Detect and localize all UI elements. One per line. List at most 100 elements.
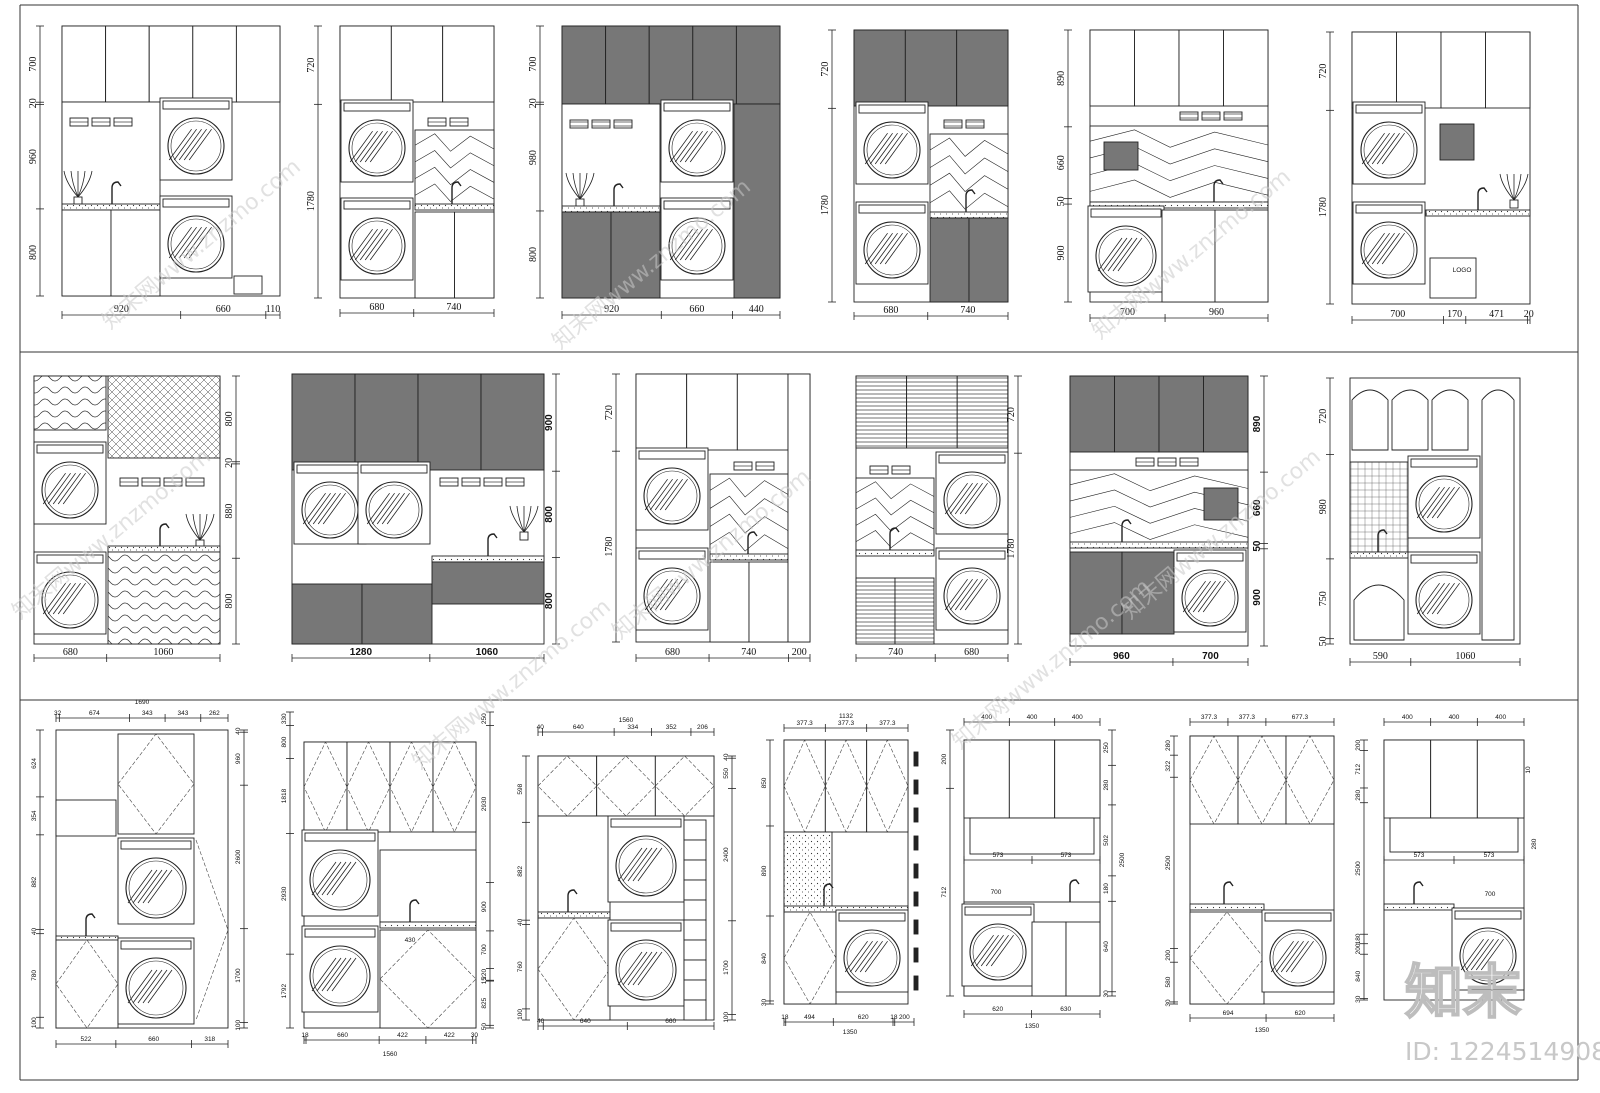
countertop [1349,551,1409,559]
cabinet-door [1158,375,1204,453]
height-dimension-label: 720 [1318,64,1329,79]
washer-control-panel [120,840,192,850]
washer-door [309,945,371,1007]
towel-stack [483,477,503,487]
washing-machine [1407,551,1481,635]
towel-stack [1157,457,1177,467]
height-dimension-label: 220 [481,969,488,980]
door-glare [1117,237,1143,272]
door-glare [376,492,400,525]
door-glare [168,226,192,259]
washer-control-panel [638,550,706,560]
faucet [1069,879,1080,902]
marble-vein [414,166,495,186]
section-hatch [913,751,919,767]
elevation-r2-2 [291,373,545,645]
sink-width-label: 430 [405,937,416,944]
faucet-spout [111,181,122,204]
door-glare [990,934,1014,967]
washer-door-inner [846,932,898,984]
door-glare [617,951,643,986]
faucet [613,183,624,206]
door-glare [1361,232,1385,265]
height-dimension-label: 750 [1318,591,1329,606]
plant-leaf [509,505,525,533]
height-dimension-label: 354 [31,810,38,821]
height-dimension-label: 50 [1252,540,1263,552]
door-glare [622,847,648,882]
door-glare [674,130,698,163]
plant-leaf [1513,173,1522,201]
height-dimension-label: 882 [517,865,524,876]
plant-leaf [516,505,525,533]
elevation-r2-6 [1349,377,1521,645]
washing-machine [660,197,734,281]
cabinet-door [537,755,598,817]
door-glare [632,951,658,986]
marble-vein [414,133,495,152]
door-glare [644,478,668,511]
height-dimension-label: 200 [1355,739,1362,750]
cabinet-door [853,29,906,107]
width-dimension-label: 1060 [476,647,499,658]
width-dimension-label: 440 [749,304,764,315]
height-dimension-label: 890 [1056,71,1067,86]
width-dimension-label: 400 [1072,714,1083,721]
washer-door-inner [1363,124,1415,176]
faucet [1121,519,1132,542]
width-dimension-label: 422 [397,1032,408,1039]
cabinet-door [390,25,444,103]
elevation-r3-5 [961,739,1101,997]
door-swing-lines [1237,735,1287,825]
washer-door-inner [1462,930,1514,982]
washer-door [125,957,187,1019]
washer-door-inner [44,464,96,516]
door-glare [617,847,643,882]
faucet-spout [889,527,900,550]
faucet [487,533,498,556]
upper-cabinets [1089,29,1269,107]
towel-stack [869,465,889,475]
width-dimension-label: 494 [804,1014,815,1021]
countertop [414,203,495,211]
door-glare [637,951,663,986]
door-glare [322,492,346,525]
upper-cabinets [339,25,495,103]
height-dimension-label: 890 [761,865,768,876]
elevation-r3-3 [537,755,715,1021]
height-dimension-label: 780 [31,970,38,981]
door-glare [52,582,76,615]
door-glare [57,582,81,615]
faucet [451,181,462,204]
width-dimension-label: 1280 [350,647,373,658]
cabinet-door [414,211,455,299]
countertop [1425,209,1531,217]
door-swing-lines [195,839,229,1021]
cabinet-door [1008,739,1056,819]
washer-door [125,857,187,919]
elevation-r2-4 [855,375,1009,645]
plant-pot [1509,199,1519,209]
width-dimension-label: 377.3 [1201,714,1218,721]
width-dimension-label: 960 [1113,651,1130,662]
washing-machine [1087,205,1165,293]
brand-logo: 知末 [1405,958,1521,1026]
towel-stack [113,117,133,127]
door-glare [1202,580,1226,613]
wall-cabinet-window [1439,123,1475,161]
door-glare [654,478,678,511]
countertop [855,549,935,557]
door-glare [326,957,352,992]
countertop [561,205,661,213]
door-glare [132,969,158,1004]
cabinet-door [904,29,958,107]
washer-control-panel [120,940,192,950]
washer-door [309,849,371,911]
cabinet-door [110,209,161,297]
width-dimension-label: 660 [148,1036,159,1043]
elevation-r1-5 [1087,29,1269,303]
height-dimension-label: 200 [1165,950,1172,961]
height-dimension-label: 322 [1165,760,1172,771]
faucet-spout [613,183,624,206]
towel-stack [119,477,139,487]
